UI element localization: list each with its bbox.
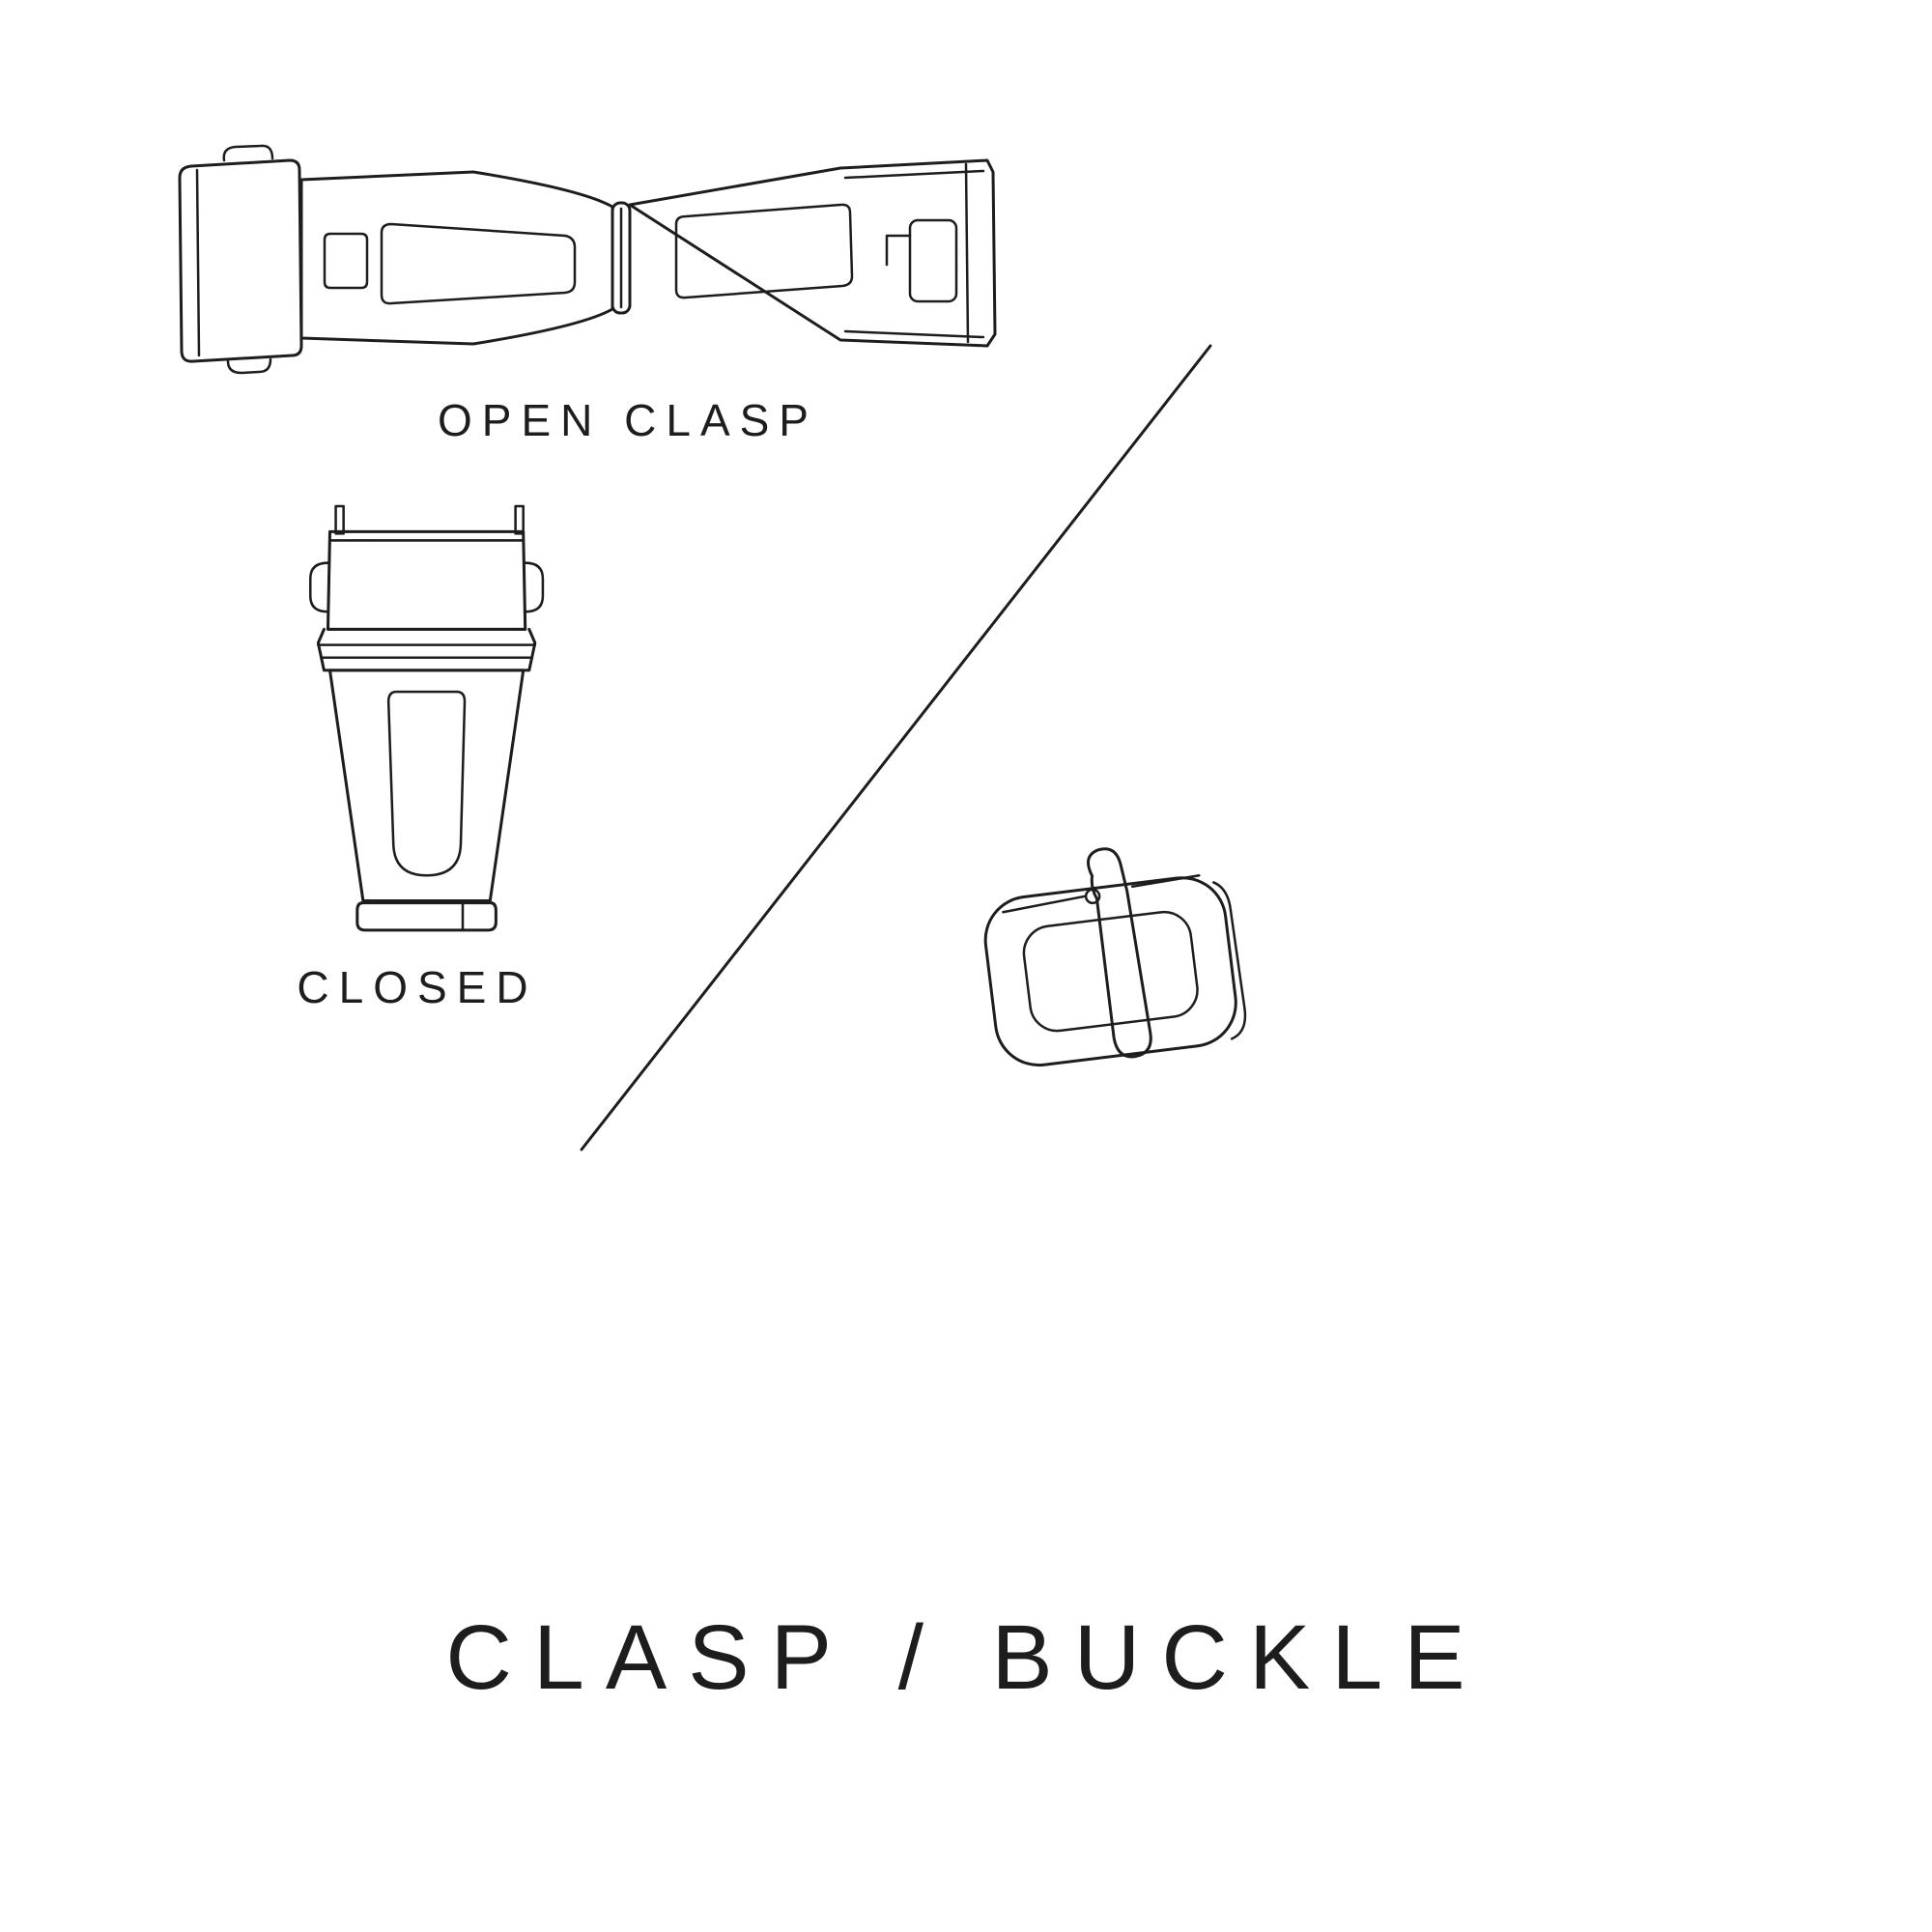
open-clasp-illustration (178, 144, 997, 375)
closed-clasp-foot (355, 901, 497, 932)
open-clasp-hinge (611, 201, 632, 315)
page-title: CLASP / BUCKLE (445, 1606, 1487, 1709)
open-clasp-left-arm (299, 170, 614, 346)
buckle-tongue (1087, 847, 1152, 1059)
closed-clasp-prongs (334, 504, 525, 535)
open-clasp-right-arm (628, 158, 997, 348)
closed-clasp-top-box (309, 529, 545, 631)
closed-clasp-body (327, 668, 526, 903)
buckle-frame (983, 876, 1247, 1067)
open-clasp-label: OPEN CLASP (438, 395, 818, 445)
closed-clasp-illustration (309, 504, 545, 932)
buckle-illustration (983, 847, 1247, 1067)
open-clasp-left-cap (178, 144, 303, 375)
closed-clasp-band (316, 627, 537, 672)
closed-clasp-label: CLOSED (297, 962, 538, 1012)
